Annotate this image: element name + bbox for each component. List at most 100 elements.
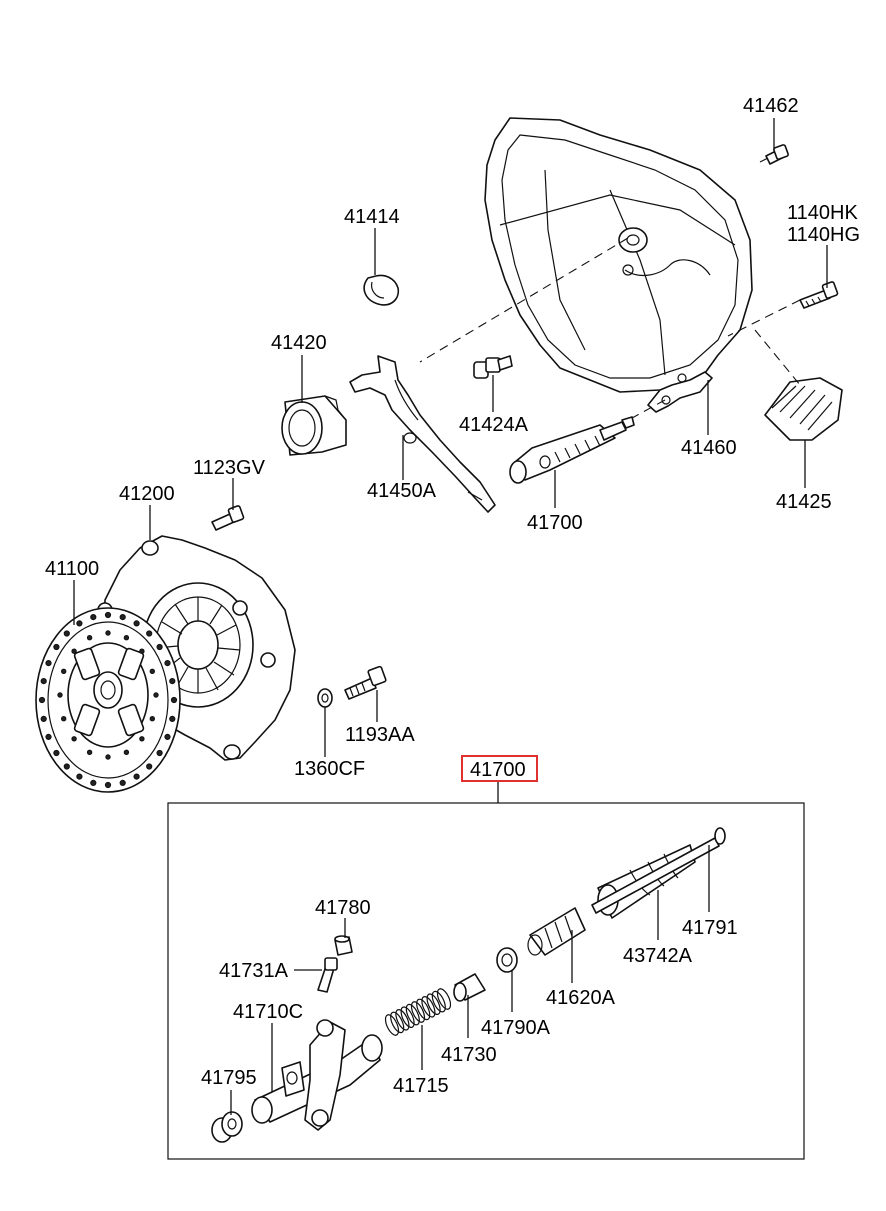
label-41200[interactable]: 41200 (119, 483, 175, 505)
label-41790A[interactable]: 41790A (481, 1017, 551, 1039)
clip-41414[interactable] (363, 274, 400, 306)
spring-coil (405, 1003, 420, 1026)
rivet-dot (153, 692, 159, 698)
rivet-dot (45, 733, 52, 741)
spring-coil (426, 993, 441, 1015)
rivet-dot (170, 696, 178, 704)
rivet-dot (156, 749, 163, 757)
spring-coil (416, 998, 431, 1021)
bolt-1123GV[interactable] (211, 505, 245, 531)
push-rod-41791[interactable] (591, 827, 726, 914)
label-41424A[interactable]: 41424A (459, 414, 529, 436)
bleeder-cap-41780[interactable] (334, 935, 353, 956)
rivet-dot (86, 749, 93, 755)
rivet-dot (146, 763, 153, 770)
cylinder-body-41710C[interactable] (251, 1019, 383, 1131)
boot-41620A[interactable] (527, 907, 586, 956)
dust-seal-41795[interactable] (211, 1111, 243, 1143)
label-41425[interactable]: 41425 (776, 491, 832, 513)
rivet-dot (90, 614, 97, 621)
pivot-fitting-41424A[interactable] (473, 355, 513, 379)
label-41462[interactable]: 41462 (743, 95, 799, 117)
label-43742A[interactable]: 43742A (623, 945, 693, 967)
spring-coil (400, 1006, 415, 1028)
rivet-dot (149, 716, 156, 722)
rivet-dot (76, 773, 83, 780)
spring-coil (421, 996, 436, 1018)
spring-coil (390, 1011, 405, 1034)
part-labels: 41462 41414 1140HK 1140HG 41420 41424A 4… (45, 95, 860, 1097)
label-41100[interactable]: 41100 (45, 558, 99, 580)
bolt-1193AA[interactable] (344, 665, 387, 700)
label-1193AA[interactable]: 1193AA (345, 724, 415, 746)
rivet-dot (40, 715, 47, 723)
rivet-dot (133, 773, 140, 780)
rivet-dot (119, 614, 126, 621)
rivet-dot (104, 781, 112, 789)
spring-coil (410, 1001, 426, 1023)
piston-41730[interactable] (453, 973, 486, 1002)
rivet-dot (71, 648, 77, 654)
label-41414[interactable]: 41414 (344, 206, 400, 228)
rivet-dot (104, 611, 112, 619)
spring-coil (395, 1009, 410, 1031)
label-41450A[interactable]: 41450A (367, 480, 437, 502)
rivet-dot (146, 630, 153, 637)
label-41730[interactable]: 41730 (441, 1044, 497, 1066)
label-41700-top[interactable]: 41700 (527, 512, 583, 534)
rivet-dot (139, 736, 145, 742)
label-41715[interactable]: 41715 (393, 1075, 449, 1097)
label-41710C[interactable]: 41710C (233, 1001, 303, 1023)
label-41620A[interactable]: 41620A (546, 987, 616, 1009)
rivet-dot (133, 620, 140, 627)
bolt-41462[interactable] (759, 144, 789, 165)
rivet-dot (71, 736, 77, 742)
label-1140HK[interactable]: 1140HK (787, 202, 858, 224)
rivet-dot (119, 779, 126, 787)
rivet-dot (105, 630, 111, 636)
label-41731A[interactable]: 41731A (219, 960, 289, 982)
label-41700-assembly[interactable]: 41700 (470, 759, 526, 781)
rivet-dot (164, 660, 171, 667)
label-1123GV[interactable]: 1123GV (193, 457, 266, 479)
washer-1360CF[interactable] (317, 688, 333, 708)
seal-41790A[interactable] (496, 947, 518, 973)
highlight-box-41700 (461, 755, 538, 782)
label-41420[interactable]: 41420 (271, 332, 327, 354)
label-1360CF[interactable]: 1360CF (294, 758, 365, 780)
leader-lines (73, 118, 828, 1115)
rivet-dot (139, 648, 145, 654)
label-41795[interactable]: 41795 (201, 1067, 257, 1089)
slave-cylinder-assembly-box (167, 802, 805, 1160)
spring-41715[interactable] (383, 987, 453, 1037)
spring-coil (436, 988, 452, 1010)
bleeder-screw-41731A[interactable] (317, 957, 338, 993)
dust-boot-41425[interactable] (764, 377, 843, 441)
label-41791[interactable]: 41791 (682, 917, 738, 939)
bolt-1140HK[interactable] (799, 281, 839, 309)
label-1140HG[interactable]: 1140HG (787, 224, 860, 246)
label-41780[interactable]: 41780 (315, 897, 371, 919)
assembly-center-lines (419, 237, 801, 419)
rivet-dot (45, 660, 52, 667)
rivet-dot (63, 630, 70, 637)
label-41460[interactable]: 41460 (681, 437, 737, 459)
rivet-dot (61, 668, 67, 674)
rivet-dot (90, 779, 97, 787)
slave-cylinder-41700-top[interactable] (509, 416, 635, 484)
spring-coil (384, 1014, 400, 1036)
rivet-dot (53, 749, 60, 757)
clutch-housing-41460[interactable] (484, 117, 753, 413)
release-bearing-41420[interactable] (281, 395, 347, 456)
rivet-dot (53, 643, 60, 651)
rivet-dot (164, 733, 171, 741)
rivet-dot (38, 696, 46, 704)
clutch-disc-41100[interactable] (35, 607, 181, 793)
rivet-dot (123, 749, 130, 755)
rivet-dot (169, 678, 176, 685)
release-fork-41450A[interactable] (349, 355, 496, 513)
rivet-dot (149, 668, 156, 674)
rivet-dot (57, 692, 63, 698)
rivet-dot (156, 643, 163, 651)
